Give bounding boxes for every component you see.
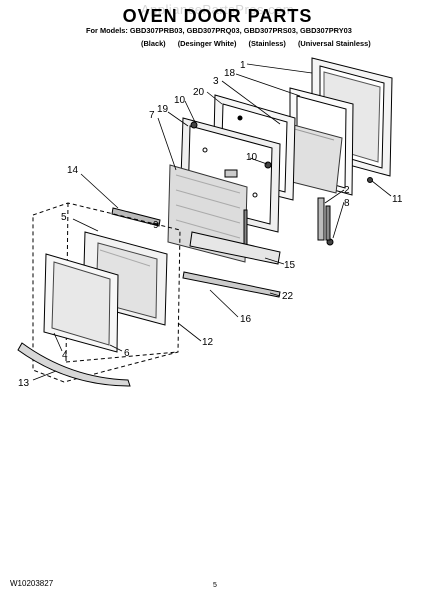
finish-black: (Black): [141, 39, 166, 48]
part-door-handle: [17, 342, 131, 387]
page-title: OVEN DOOR PARTS: [122, 6, 313, 26]
callout-16: 16: [240, 314, 252, 325]
callout-11: 11: [392, 194, 403, 205]
part-bottom-trim: [189, 231, 281, 265]
document-number: W10203827: [10, 579, 54, 588]
callout-22: 22: [282, 291, 294, 302]
callout-8: 8: [344, 198, 350, 209]
part-hinge-left: [243, 209, 248, 247]
part-vent: [182, 271, 281, 298]
callout-19: 19: [157, 104, 169, 115]
callout-9: 9: [153, 220, 159, 231]
part-hinges: [317, 197, 331, 241]
callout-10-mid: 10: [246, 152, 258, 163]
callout-12: 12: [202, 337, 214, 348]
finish-universal-stainless: (Universal Stainless): [297, 39, 371, 48]
callout-14: 14: [67, 165, 79, 176]
callout-5: 5: [61, 212, 67, 223]
callout-18: 18: [224, 68, 236, 79]
watermark: AppliancePartsPros.com: [140, 2, 295, 17]
page-number: 5: [213, 582, 217, 589]
callout-7: 7: [149, 110, 155, 121]
callout-13: 13: [18, 378, 30, 389]
finish-stainless: (Stainless): [248, 39, 286, 48]
callout-6: 6: [124, 348, 130, 359]
callout-15: 15: [284, 260, 296, 271]
callout-20: 20: [193, 87, 205, 98]
callout-4: 4: [62, 350, 68, 361]
models-line: For Models: GBD307PRB03, GBD307PRQ03, GB…: [86, 26, 352, 35]
callout-10-top: 10: [174, 95, 186, 106]
callout-2: 2: [344, 185, 350, 196]
part-door-front: [43, 253, 119, 353]
part-handle-bracket: [111, 207, 161, 227]
callout-1: 1: [240, 60, 246, 71]
finishes-line: (Black) (Desinger White) (Stainless) (Un…: [141, 39, 381, 48]
callout-3: 3: [213, 76, 219, 87]
part-insulation: [167, 164, 248, 263]
finish-white: (Desinger White): [177, 39, 237, 48]
